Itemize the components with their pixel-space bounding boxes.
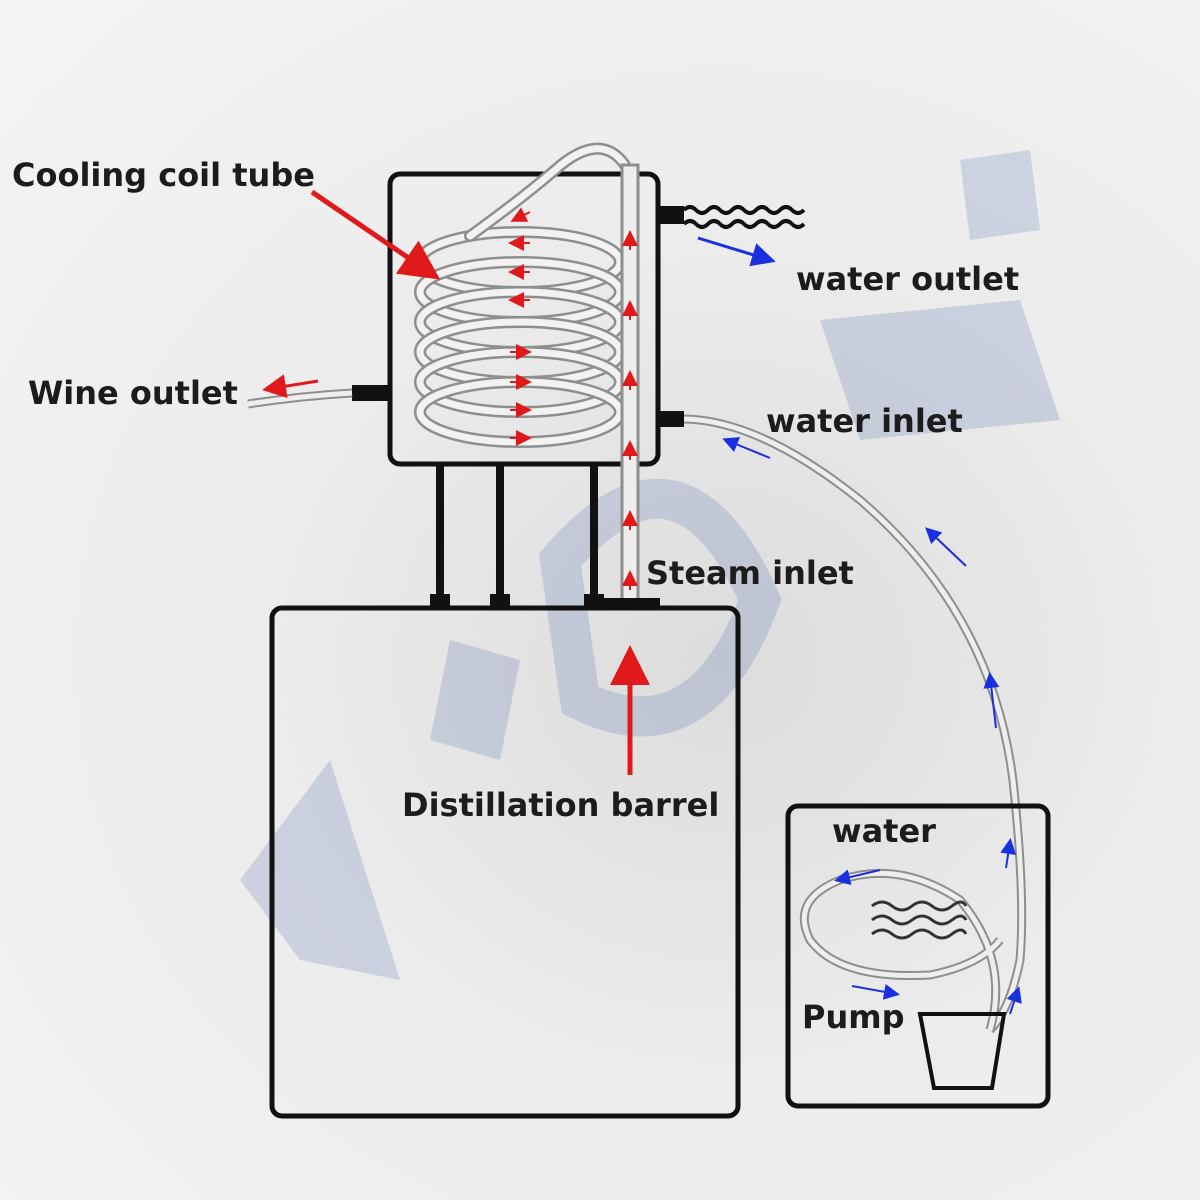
cooling-coil-pointer <box>310 189 441 280</box>
steam-flow-arrows <box>508 207 638 590</box>
water-inlet-hose <box>658 411 1027 1034</box>
pump-icon <box>917 1012 1007 1090</box>
label-wine-outlet: Wine outlet <box>28 374 238 412</box>
label-distillation-barrel: Distillation barrel <box>402 786 719 824</box>
label-steam-inlet: Steam inlet <box>646 554 854 592</box>
cooling-coil <box>414 142 631 448</box>
label-water-outlet: water outlet <box>796 260 1019 298</box>
water-flow-arrows <box>722 437 1022 1015</box>
wine-outlet-port <box>247 385 390 409</box>
label-water: water <box>832 812 936 850</box>
water-waves-icon <box>871 900 968 940</box>
reservoir-loop <box>799 868 1004 1032</box>
reservoir-arrow-top <box>834 869 881 886</box>
condenser-box <box>387 171 661 467</box>
wine-outlet-arrow <box>262 374 319 399</box>
distillation-barrel-box <box>269 605 741 1119</box>
water-outlet-arrow <box>697 236 776 267</box>
label-pump: Pump <box>802 998 904 1036</box>
label-cooling-coil: Cooling coil tube <box>12 156 315 194</box>
label-water-inlet: water inlet <box>766 402 963 440</box>
reservoir-arrow-bottom <box>851 983 900 1000</box>
water-outlet-port <box>658 205 806 229</box>
reservoir-box <box>785 803 1051 1109</box>
